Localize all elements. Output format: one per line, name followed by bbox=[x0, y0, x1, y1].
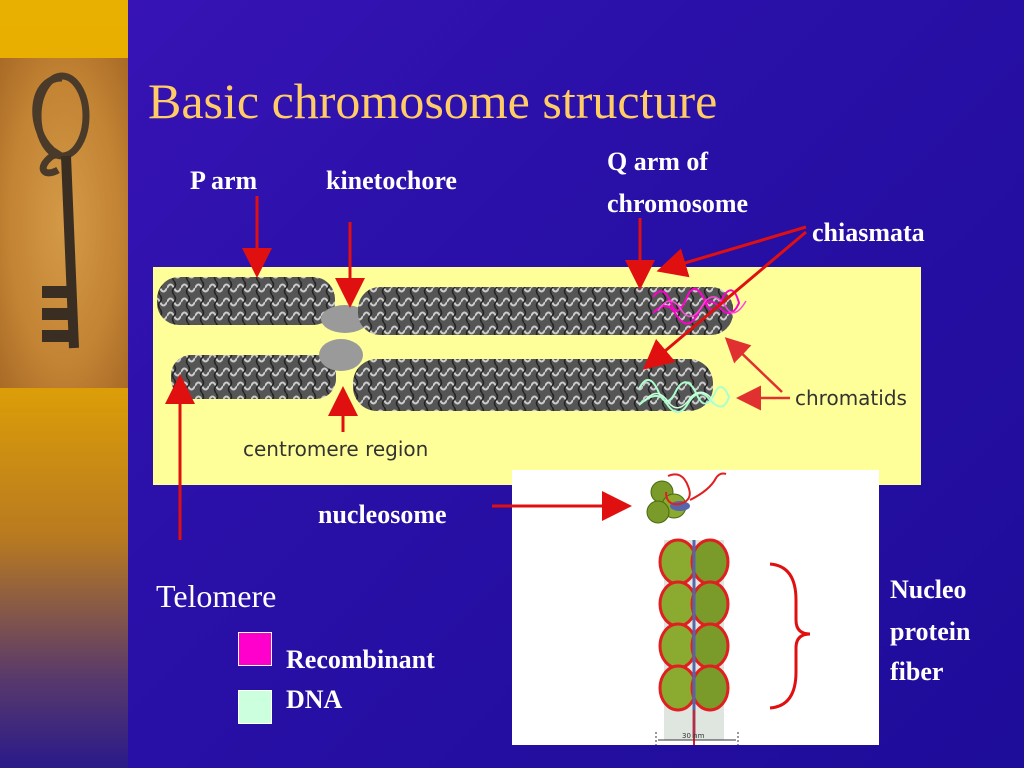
nucleoprotein-fiber-illustration: 30 nm bbox=[646, 472, 739, 745]
solenoid-fiber bbox=[658, 538, 730, 745]
key-image bbox=[0, 58, 128, 388]
legend-label-recombinant: Recombinant bbox=[286, 645, 435, 674]
legend-swatch-dna bbox=[238, 690, 272, 724]
key-icon bbox=[32, 72, 90, 349]
recombinant-dna-pink bbox=[652, 288, 747, 325]
kinetochore-label: kinetochore bbox=[326, 166, 457, 195]
nucleoprotein-fiber-label-line2: protein bbox=[890, 617, 971, 646]
chromosome-illustration bbox=[157, 277, 747, 413]
chiasmata-label: chiasmata bbox=[812, 218, 925, 247]
fiber-scale-label: 30 nm bbox=[682, 732, 705, 740]
legend-label-dna: DNA bbox=[286, 685, 343, 714]
slide-title: Basic chromosome structure bbox=[148, 73, 718, 129]
nucleoprotein-bracket bbox=[769, 562, 811, 710]
nucleoprotein-fiber-label-line1: Nucleo bbox=[890, 575, 967, 604]
chiasmata-arrow-upper bbox=[656, 225, 807, 278]
nucleoprotein-fiber-panel: 30 nm bbox=[512, 470, 879, 745]
nucleosome-label: nucleosome bbox=[318, 500, 447, 529]
telomere-label: Telomere bbox=[156, 578, 277, 614]
chromosome-panel: centromere region chromatids bbox=[153, 267, 921, 485]
chromatids-label: chromatids bbox=[795, 386, 907, 410]
centromere-region-label: centromere region bbox=[243, 437, 429, 461]
chromatids-arrow-upper bbox=[724, 337, 783, 393]
p-arm-label: P arm bbox=[190, 166, 258, 195]
q-arm-label-line1: Q arm of bbox=[607, 147, 709, 176]
q-arm-label-line2: chromosome bbox=[607, 189, 749, 218]
chiasmata-arrow-lower bbox=[642, 230, 807, 370]
nucleoprotein-fiber-label-line3: fiber bbox=[890, 657, 944, 686]
legend-swatch-recombinant bbox=[238, 632, 272, 666]
recombinant-dna-green bbox=[638, 379, 731, 413]
